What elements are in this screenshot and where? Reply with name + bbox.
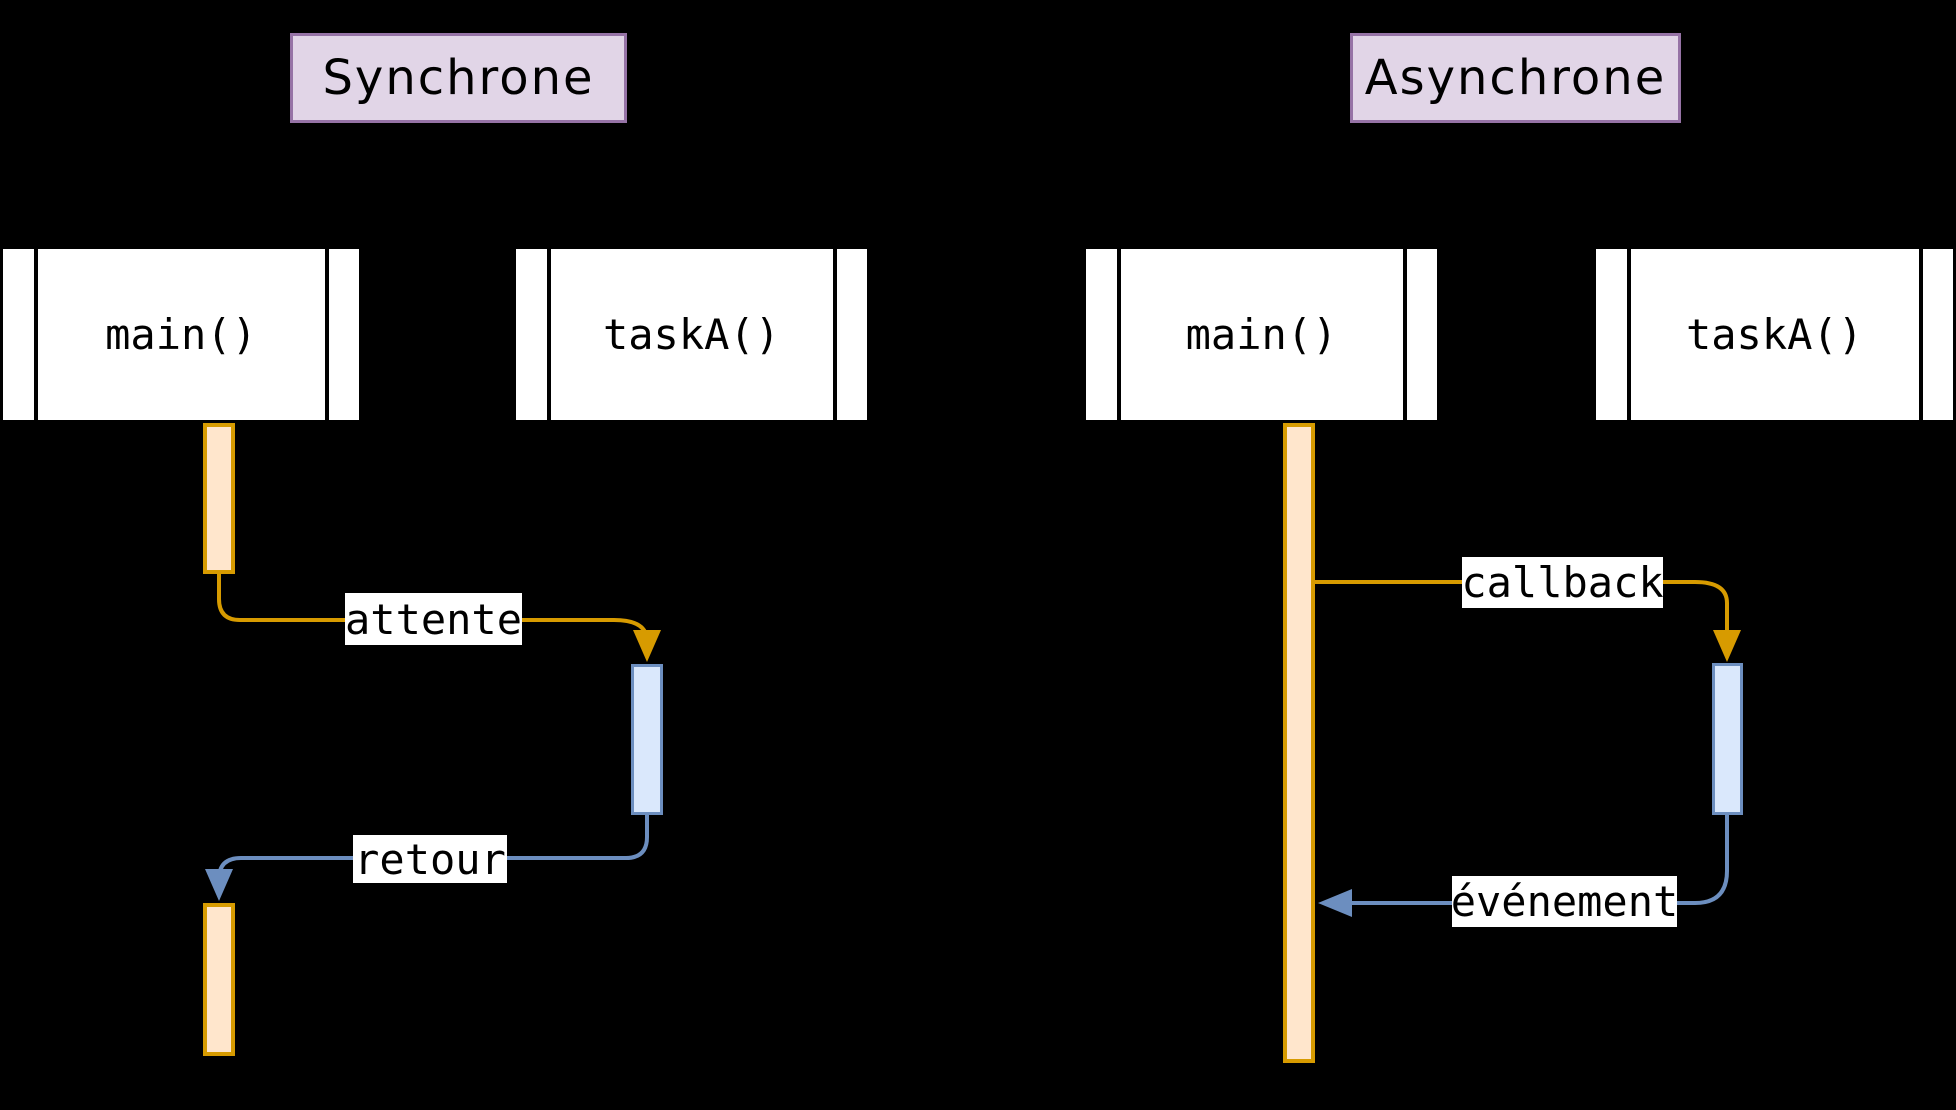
left-rail-line <box>1117 249 1121 420</box>
async-participant-main: main() <box>1083 246 1440 423</box>
sync-return-arrowhead <box>205 869 233 901</box>
sync-task-activation-bar <box>631 664 663 815</box>
async-return-message-label: événement <box>1450 876 1679 927</box>
sync-return-message-label: retour <box>353 834 507 884</box>
left-rail-line <box>34 249 38 420</box>
async-call-arrow-line <box>1315 580 1729 632</box>
sync-participant-task: taskA() <box>513 246 870 423</box>
async-panel-title: Asynchrone <box>1350 33 1681 123</box>
left-rail-line <box>1627 249 1631 420</box>
async-call-arrowhead <box>1713 630 1741 662</box>
sync-main-activation-bar-1 <box>203 423 235 574</box>
async-participant-task: taskA() <box>1593 246 1956 423</box>
right-rail-line <box>325 249 329 420</box>
async-call-message-label: callback <box>1461 557 1664 608</box>
right-rail-line <box>1919 249 1923 420</box>
sync-return-arrow-line <box>217 815 649 880</box>
right-rail-line <box>1403 249 1407 420</box>
participant-label: main() <box>105 310 257 359</box>
async-main-activation-bar <box>1283 423 1315 1063</box>
sync-call-message-label: attente <box>345 593 523 645</box>
sync-panel-title: Synchrone <box>290 33 627 123</box>
sync-call-arrowhead <box>633 630 661 662</box>
async-task-activation-bar <box>1712 663 1743 815</box>
async-return-arrow-line <box>1350 815 1729 905</box>
sync-main-activation-bar-2 <box>203 903 235 1056</box>
right-rail-line <box>833 249 837 420</box>
async-return-arrowhead <box>1318 889 1352 917</box>
participant-label: taskA() <box>602 310 780 359</box>
sync-call-arrow-line <box>217 573 649 642</box>
participant-label: main() <box>1185 310 1338 359</box>
left-rail-line <box>547 249 551 420</box>
sync-participant-main: main() <box>0 246 362 423</box>
participant-label: taskA() <box>1685 310 1863 359</box>
